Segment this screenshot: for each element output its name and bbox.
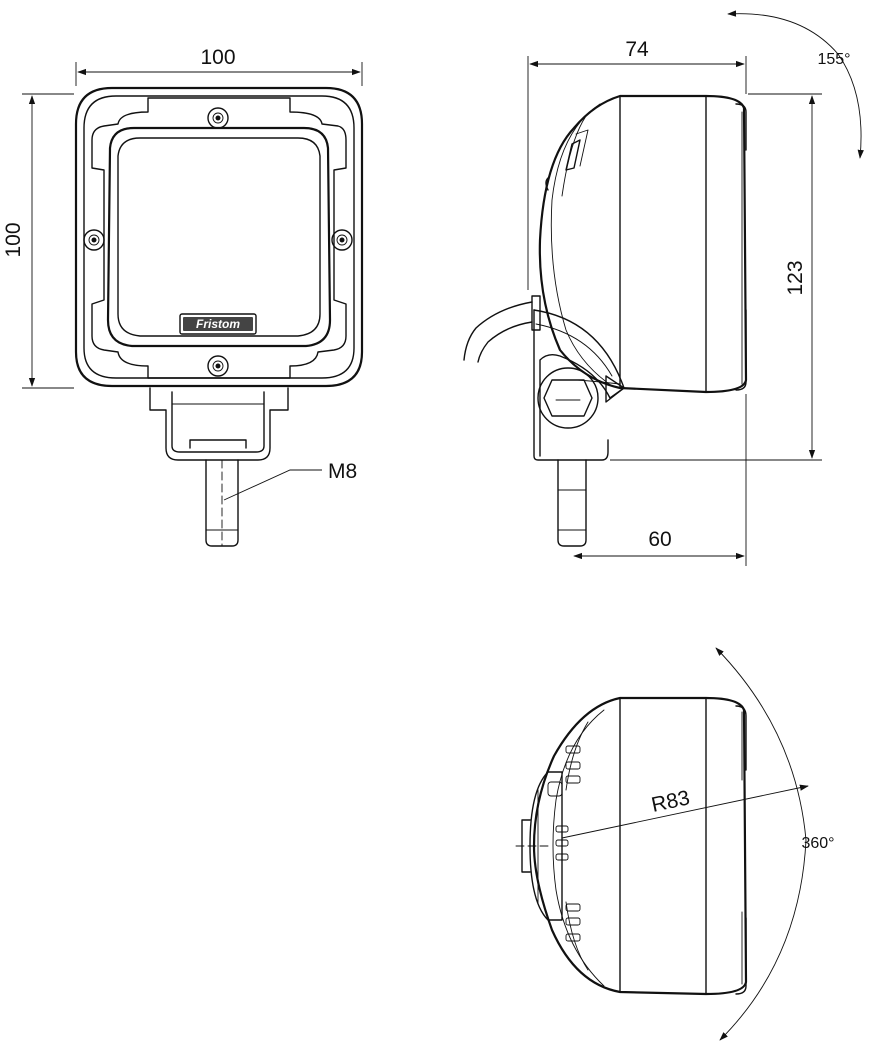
side-height-label: 123: [784, 260, 807, 295]
rotation-label: 360°: [801, 835, 834, 852]
bottom-view: R83 360°: [515, 647, 835, 1041]
side-pivot: [537, 367, 599, 429]
front-screw-left: [83, 229, 105, 251]
front-housing-outline: [74, 86, 364, 388]
side-pivot-hex: [543, 379, 593, 417]
thread-label: M8: [328, 460, 357, 483]
bottom-fixing-tabs: [547, 745, 581, 942]
brand-text: Fristom: [196, 317, 240, 331]
front-bracket: [149, 387, 289, 461]
side-depth-label: 74: [625, 38, 649, 61]
brand-logo: Fristom: [179, 313, 257, 335]
side-housing: [538, 94, 748, 394]
bottom-base-mount: [529, 771, 563, 921]
front-screw-bottom: [207, 355, 229, 377]
front-width-label: 100: [200, 46, 235, 69]
front-screw-right: [331, 229, 353, 251]
front-bracket-pad: [189, 439, 247, 449]
side-cable: [463, 301, 533, 361]
tilt-label: 155°: [817, 51, 850, 68]
side-back-plate: [531, 295, 541, 331]
front-lens: [117, 137, 321, 337]
thread-leader-line: [223, 469, 322, 501]
side-mount-bracket: [533, 309, 625, 457]
front-height-label: 100: [2, 222, 25, 257]
radius-line: [561, 784, 809, 839]
side-stud: [557, 459, 587, 547]
front-bezel: [91, 97, 347, 379]
front-housing-inner-outline: [83, 95, 355, 379]
side-view: 74 123 60 155°: [463, 10, 864, 566]
tilt-arc-arrow: [727, 10, 864, 159]
rotation-arc-arrow: [715, 647, 807, 1041]
side-vent-fins: [565, 139, 581, 171]
front-screw-top: [207, 107, 229, 129]
side-base-label: 60: [648, 528, 671, 551]
front-bracket-inner: [171, 391, 265, 453]
front-view: Fristom 100 100 M8: [2, 46, 364, 547]
front-lens-frame: [106, 126, 332, 348]
